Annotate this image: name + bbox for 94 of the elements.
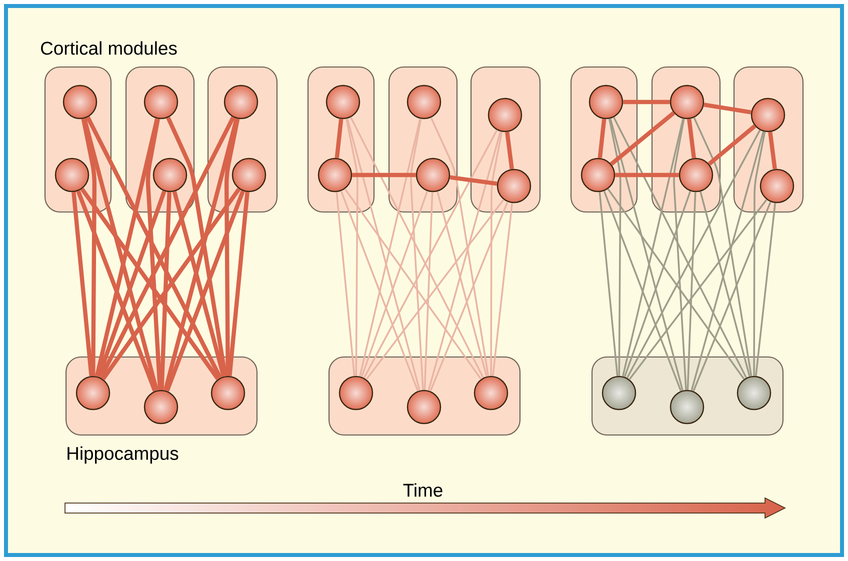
connection-line xyxy=(360,190,428,378)
neuron-circle xyxy=(602,376,636,410)
connection-line xyxy=(610,118,684,391)
connection-line xyxy=(610,111,676,166)
neuron-circle xyxy=(488,98,522,132)
connection-line xyxy=(612,116,748,378)
neuron-circle xyxy=(406,84,442,120)
connection-line xyxy=(755,202,776,376)
neuron-circle xyxy=(678,158,714,192)
connection-line xyxy=(424,192,434,390)
neuron-circle xyxy=(144,84,178,120)
neuron-circle xyxy=(416,158,450,192)
connection-line xyxy=(673,118,687,390)
connection-line xyxy=(430,117,490,376)
connection-line xyxy=(352,172,416,178)
connection-line xyxy=(363,130,498,378)
neuron-circle xyxy=(580,158,616,192)
connection-line xyxy=(700,191,750,377)
connection-line xyxy=(753,132,766,376)
connection-line xyxy=(598,192,618,376)
connection-line xyxy=(98,116,236,379)
connection-line xyxy=(505,132,514,170)
connection-line xyxy=(450,175,498,186)
connection-line xyxy=(704,102,752,114)
region-label: Hippocampus xyxy=(68,446,178,464)
neuron-circle xyxy=(338,376,374,410)
connection-line xyxy=(603,190,682,392)
connection-line xyxy=(72,192,94,376)
connection-line xyxy=(686,192,696,390)
neuron-circle xyxy=(54,158,90,192)
connection-line xyxy=(428,131,502,391)
connection-line xyxy=(224,118,240,376)
connection-line xyxy=(172,191,226,378)
neuron-circle xyxy=(474,376,508,410)
connection-line xyxy=(81,118,97,376)
neuron-circle xyxy=(588,84,624,120)
neuron-circle xyxy=(750,98,786,132)
connection-line xyxy=(334,118,344,158)
neuron-circle xyxy=(326,84,360,120)
neuron-circle xyxy=(406,390,442,424)
connection-line xyxy=(166,116,228,376)
connection-line xyxy=(80,188,220,380)
connection-line xyxy=(608,118,622,376)
connection-line xyxy=(146,118,162,390)
connection-line xyxy=(607,188,745,380)
connection-line xyxy=(622,118,684,377)
connection-line xyxy=(410,118,424,390)
connection-line xyxy=(687,118,696,158)
connection-line xyxy=(490,132,503,376)
neuron-circle xyxy=(760,168,794,204)
connection-line xyxy=(624,190,692,378)
connection-line xyxy=(690,131,764,391)
neuron-circle xyxy=(736,376,772,410)
neuron-circle xyxy=(210,376,246,410)
connection-line xyxy=(350,116,484,378)
connection-line xyxy=(626,130,761,378)
connection-line xyxy=(340,190,419,392)
connection-line xyxy=(430,202,508,392)
connection-line xyxy=(96,190,166,378)
connection-line xyxy=(86,116,222,379)
connection-line xyxy=(628,199,768,380)
connection-line xyxy=(346,118,420,391)
neuron-circle xyxy=(152,158,188,192)
connection-line xyxy=(101,188,241,380)
neuron-circle xyxy=(144,390,178,424)
connection-line xyxy=(344,188,482,380)
neuron-circle xyxy=(76,376,110,410)
connection-line xyxy=(598,118,606,158)
connection-line xyxy=(359,118,421,377)
connection-line xyxy=(692,202,772,392)
connection-line xyxy=(366,199,504,380)
connection-line xyxy=(160,192,172,390)
connection-line xyxy=(693,117,752,376)
connection-line xyxy=(346,118,358,376)
connection-line xyxy=(82,118,159,391)
neuron-circle xyxy=(224,84,258,120)
connection-line xyxy=(76,190,157,392)
neuron-circle xyxy=(670,84,704,120)
connection-line xyxy=(165,190,245,392)
neuron-circle xyxy=(496,168,532,204)
connection-line xyxy=(436,191,488,377)
connection-line xyxy=(623,100,670,104)
neuron-circle xyxy=(62,84,98,120)
connection-line xyxy=(336,192,356,376)
connection-line xyxy=(492,202,513,376)
connection-line xyxy=(708,124,756,166)
heading: Cortical modules xyxy=(41,41,177,55)
neuron-circle xyxy=(670,390,704,424)
neuron-circle xyxy=(318,158,352,192)
axis-label: Time xyxy=(403,483,442,497)
connection-line xyxy=(768,132,777,170)
connection-line xyxy=(615,172,679,178)
connection-line xyxy=(228,192,250,376)
neuron-circle xyxy=(232,158,266,192)
